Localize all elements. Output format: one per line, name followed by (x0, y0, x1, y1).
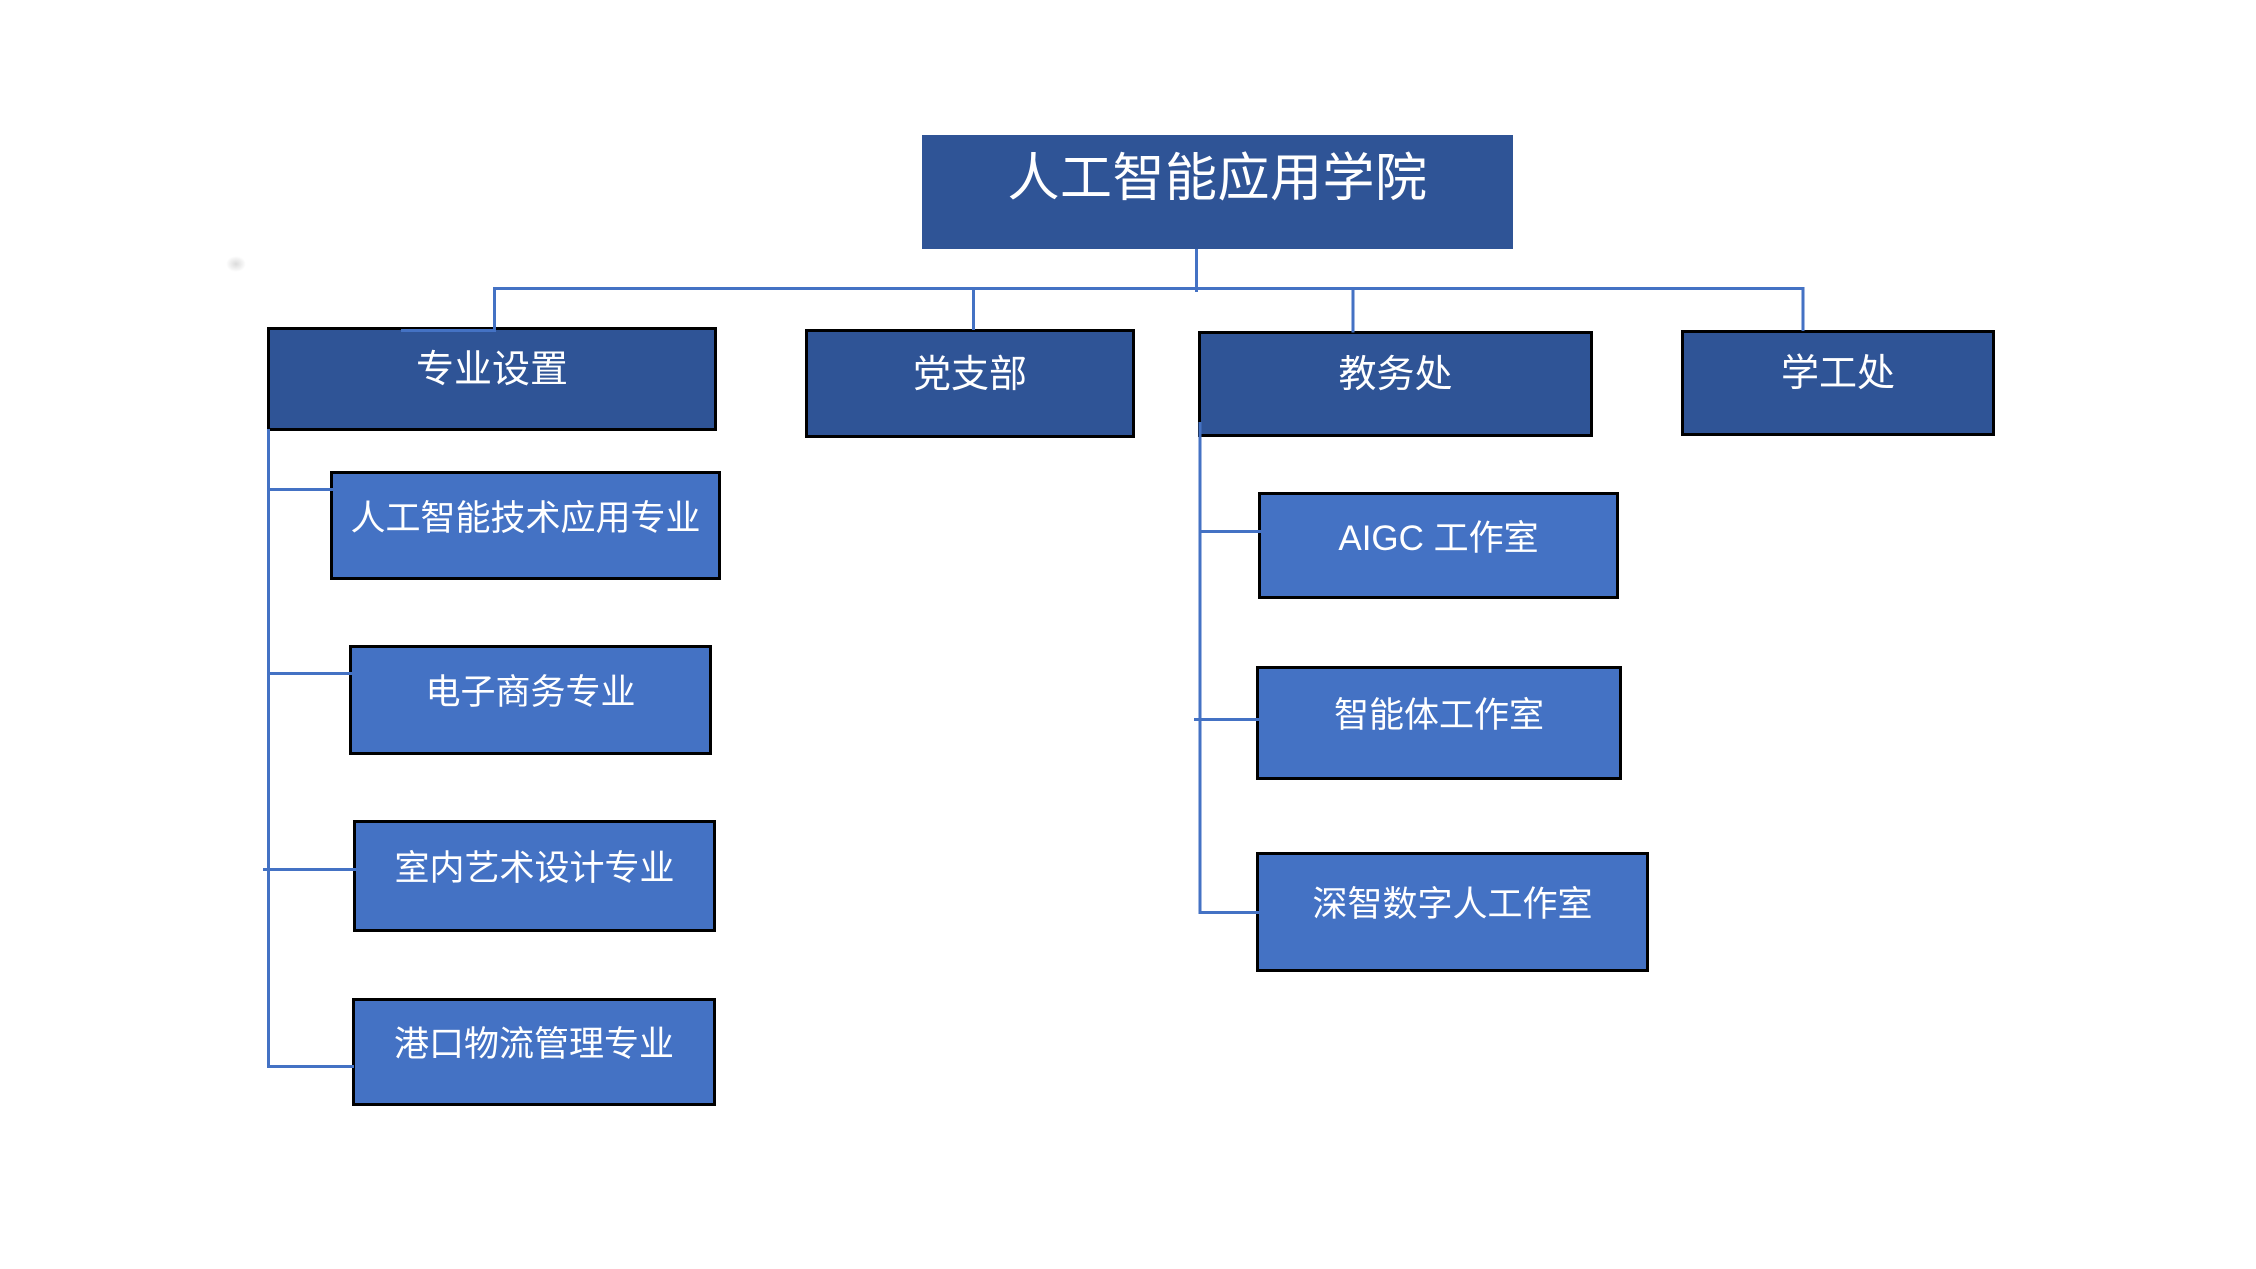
major-box-ai-tech: 人工智能技术应用专业 (330, 471, 721, 580)
studio-label-agent: 智能体工作室 (1333, 696, 1544, 736)
studio-box-agent: 智能体工作室 (1256, 666, 1622, 780)
smudge-artifact (226, 256, 246, 272)
dept-label-student: 学工处 (1780, 353, 1895, 396)
major-box-ecommerce: 电子商务专业 (349, 645, 712, 755)
major-label-ai-tech: 人工智能技术应用专业 (350, 498, 701, 538)
dept-box-majors: 专业设置 (267, 327, 717, 431)
major-label-port-logistics: 港口物流管理专业 (393, 1025, 674, 1065)
org-root-label: 人工智能应用学院 (1007, 150, 1428, 208)
dept-label-party: 党支部 (912, 353, 1027, 396)
major-label-interior-art: 室内艺术设计专业 (394, 849, 675, 889)
major-box-interior-art: 室内艺术设计专业 (353, 820, 716, 932)
studio-box-digital-human: 深智数字人工作室 (1256, 852, 1649, 972)
major-box-port-logistics: 港口物流管理专业 (352, 998, 716, 1106)
dept-box-student: 学工处 (1681, 330, 1995, 436)
org-root-box: 人工智能应用学院 (922, 135, 1513, 249)
studio-label-aigc: AIGC 工作室 (1338, 518, 1539, 558)
studio-box-aigc: AIGC 工作室 (1258, 492, 1619, 599)
connector-row-spine (401, 287, 1805, 332)
dept-box-academic: 教务处 (1198, 331, 1593, 437)
dept-label-majors: 专业设置 (415, 349, 568, 392)
dept-box-party: 党支部 (805, 329, 1135, 438)
connector-right-rail (1198, 422, 1259, 914)
studio-label-digital-human: 深智数字人工作室 (1312, 885, 1593, 925)
major-label-ecommerce: 电子商务专业 (425, 673, 636, 713)
dept-label-academic: 教务处 (1338, 354, 1453, 397)
